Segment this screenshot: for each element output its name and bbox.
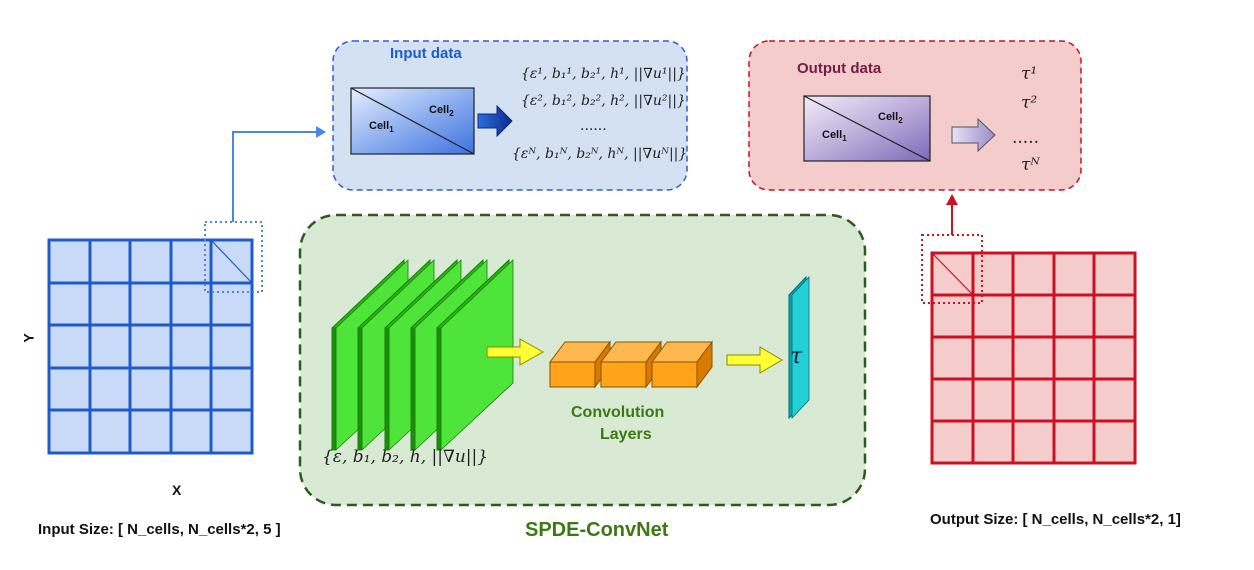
yellow-arrow-to-conv [486,338,545,366]
input-formula-n: {εᴺ, b₁ᴺ, b₂ᴺ, hᴺ, ||∇uᴺ||} [512,146,688,162]
feature-maps [331,258,514,452]
feature-map-slab-5 [436,258,514,452]
input-cell-highlight [204,221,263,293]
output-cell1-sub: 1 [842,134,847,144]
output-tau-dots: ..... [1012,128,1040,148]
input-connector-arrowhead [316,126,326,138]
output-cell2-label: Cell2 [878,111,903,125]
conv-block-2 [600,340,662,389]
output-data-arrow [951,117,996,153]
output-connector-arrowhead [946,194,958,205]
input-formula-2: {ε², b₁², b₂², h², ||∇u²||} [521,93,686,109]
conv-label-line1: Convolution [571,404,665,421]
conv-label-line2: Layers [600,426,652,443]
output-cell-diagonal [803,95,931,162]
input-cell1-text: Cell [369,120,390,132]
yellow-arrow-to-output [726,346,783,374]
output-tau-2: τ² [1021,93,1038,113]
network-name: SPDE-ConvNet [525,519,669,541]
input-data-arrow [477,104,513,138]
output-cell2-text: Cell [878,111,899,123]
x-axis-label: X [172,482,182,498]
output-grid-cell-diagonal [931,252,974,296]
output-size-label: Output Size: [ N_cells, N_cells*2, 1] [930,511,1181,528]
input-grid-cell-diagonal [210,239,253,284]
conv-block-3 [651,340,713,389]
y-axis-label: Y [20,333,37,343]
input-cell2-text: Cell [429,104,450,116]
input-formula-dots: ...... [580,118,607,134]
network-input-formula: {ε, b₁, b₂, h, ||∇u||} [322,447,489,467]
input-cell2-sub: 2 [449,109,454,119]
input-cell-diagonal [350,87,475,155]
input-grid-lines [49,240,252,453]
input-connector-line [232,131,316,222]
network-tau-symbol: τ [790,344,803,369]
output-cell1-label: Cell1 [822,129,847,143]
output-data-title: Output data [797,60,882,77]
input-cell2-label: Cell2 [429,104,454,118]
input-grid [47,238,254,455]
input-cell1-sub: 1 [389,125,394,135]
input-data-title: Input data [390,45,462,62]
output-cell2-sub: 2 [898,116,903,126]
input-size-label: Input Size: [ N_cells, N_cells*2, 5 ] [38,521,281,538]
input-cell1-label: Cell1 [369,120,394,134]
tau-output-slab [788,275,810,420]
output-grid-lines [932,253,1135,463]
output-tau-1: τ¹ [1021,64,1038,84]
conv-blocks [549,340,713,389]
output-cell1-text: Cell [822,129,843,141]
output-tau-n: τᴺ [1021,155,1040,175]
input-formula-1: {ε¹, b₁¹, b₂¹, h¹, ||∇u¹||} [521,66,686,82]
